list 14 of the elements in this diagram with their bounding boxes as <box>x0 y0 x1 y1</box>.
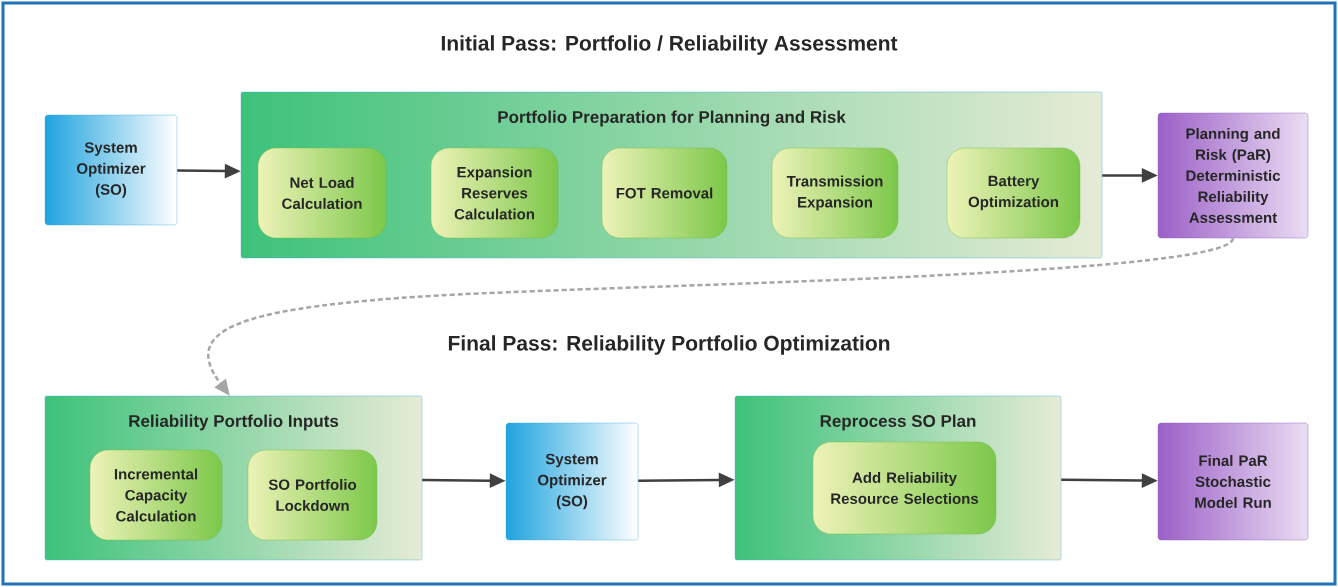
section-heading: Final Pass: Reliability Portfolio Optimization <box>448 335 890 355</box>
rounded-box: FOT Removal <box>601 147 728 239</box>
rounded-box: Expansion Reserves Calculation <box>430 147 559 239</box>
rounded-box: Battery Optimization <box>946 147 1081 239</box>
rounded-box: Incremental Capacity Calculation <box>89 449 223 541</box>
rounded-box: Transmission Expansion <box>771 147 899 239</box>
process-box: System Optimizer (SO) <box>44 114 178 226</box>
rounded-box: SO Portfolio Lockdown <box>247 449 378 541</box>
process-box: Planning and Risk (PaR) Deterministic Reliability Assessment <box>1157 112 1309 239</box>
process-box: Final PaR Stochastic Model Run <box>1157 422 1309 541</box>
process-box: System Optimizer (SO) <box>505 422 639 541</box>
rounded-box: Net Load Calculation <box>257 147 387 239</box>
title: Initial Pass: Portfolio / Reliability Assessment <box>441 35 898 55</box>
rounded-box: Add Reliability Resource Selections <box>812 441 997 535</box>
